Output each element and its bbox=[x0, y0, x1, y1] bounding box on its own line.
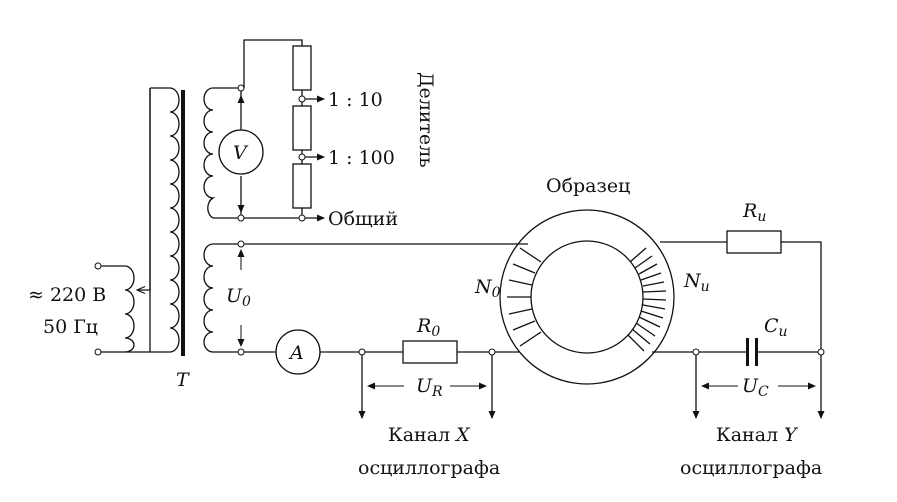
resistor-r0 bbox=[402, 340, 458, 364]
divider-1-10-label: 1 : 10 bbox=[328, 89, 383, 111]
autotransformer-winding bbox=[124, 88, 151, 353]
sample-secondary-circuit: Rи Cи bbox=[652, 200, 825, 366]
channel-y-leads: UC Канал Y осциллографа bbox=[680, 355, 825, 479]
resistor-ri bbox=[726, 230, 782, 254]
channel-y-oscillograph: осциллографа bbox=[680, 457, 822, 479]
divider-1-100-label: 1 : 100 bbox=[328, 147, 395, 169]
ni-label: Nи bbox=[683, 270, 710, 295]
n0-label: N0 bbox=[474, 276, 501, 301]
transformer-primary bbox=[137, 87, 180, 353]
mains-input: ≈ 220 В 50 Гц bbox=[28, 262, 125, 356]
capacitor-ci bbox=[746, 338, 758, 366]
voltmeter: V bbox=[218, 91, 264, 215]
sample-primary-circuit: A R0 bbox=[244, 243, 528, 375]
ci-label: Cи bbox=[764, 315, 788, 340]
sample-title: Образец bbox=[546, 175, 630, 197]
transformer-label: T bbox=[176, 369, 190, 391]
channel-x-oscillograph: осциллографа bbox=[358, 457, 500, 479]
channel-x-leads: UR Канал X осциллографа bbox=[358, 355, 500, 479]
uc-label: UC bbox=[742, 375, 769, 400]
r0-label: R0 bbox=[416, 315, 440, 340]
secondary-winding-lower: U0 bbox=[203, 240, 251, 356]
channel-y-label: Канал Y bbox=[716, 424, 799, 446]
voltmeter-label: V bbox=[233, 142, 249, 164]
toroidal-sample: N0 Nи Образец bbox=[474, 175, 710, 385]
u0-label: U0 bbox=[226, 285, 251, 310]
channel-x-label: Канал X bbox=[388, 424, 471, 446]
ur-label: UR bbox=[416, 375, 443, 400]
mains-frequency-label: 50 Гц bbox=[43, 316, 98, 338]
transformer-core: T bbox=[176, 90, 190, 391]
divider-common-label: Общий bbox=[328, 208, 398, 230]
divider-title: Делитель bbox=[415, 72, 437, 168]
winding-ni bbox=[627, 247, 667, 352]
mains-voltage-label: ≈ 220 В bbox=[28, 284, 106, 306]
voltage-divider: 1 : 10 1 : 100 Общий Делитель bbox=[243, 39, 437, 230]
ammeter-label: A bbox=[288, 342, 304, 364]
winding-n0 bbox=[507, 247, 542, 347]
ri-label: Rи bbox=[742, 200, 766, 225]
